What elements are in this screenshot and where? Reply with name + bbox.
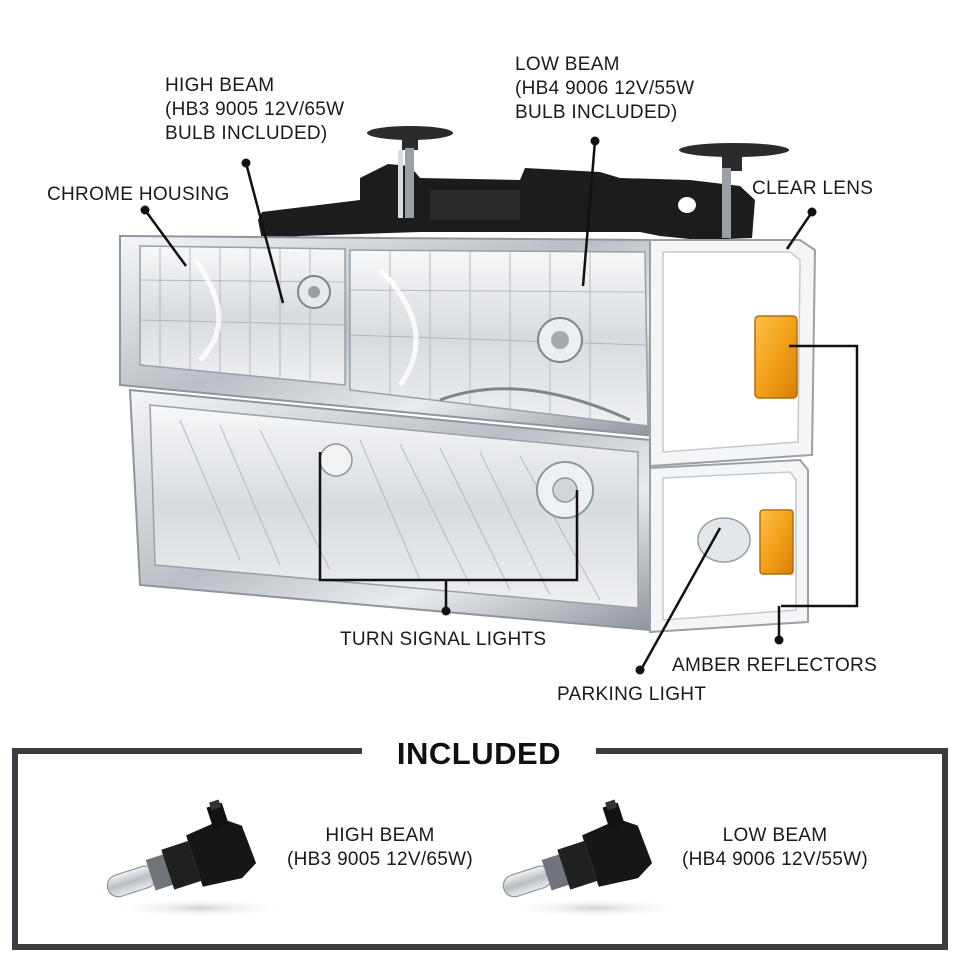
low-beam-callout-line2: (HB4 9006 12V/55W [515, 78, 695, 99]
high-beam-callout-line2: (HB3 9005 12V/65W [165, 99, 345, 120]
included-title: INCLUDED [362, 734, 596, 774]
amber-reflector-lower [759, 509, 794, 575]
hb4-bulb-image [502, 799, 686, 918]
mounting-bracket [258, 164, 755, 240]
adjuster-screw-right [679, 143, 789, 238]
included-bulb-low-beam: LOW BEAM (HB4 9006 12V/55W) [670, 824, 880, 872]
low-beam-callout-line3: BULB INCLUDED) [515, 102, 678, 123]
included-bulb-high-beam-spec: (HB3 9005 12V/65W) [287, 849, 473, 870]
low-beam-callout-line1: LOW BEAM [515, 54, 620, 75]
high-beam-callout-line1: HIGH BEAM [165, 75, 275, 96]
included-bulb-high-beam: HIGH BEAM (HB3 9005 12V/65W) [275, 824, 485, 872]
included-bulb-high-beam-name: HIGH BEAM [325, 825, 435, 846]
parking-light-callout: PARKING LIGHT [557, 684, 707, 705]
lower-turn-signal [128, 388, 651, 632]
low-beam-callout: LOW BEAM (HB4 9006 12V/55W BULB INCLUDED… [515, 53, 694, 125]
high-beam-callout: HIGH BEAM (HB3 9005 12V/65W BULB INCLUDE… [165, 74, 344, 146]
callout-dots [140, 136, 817, 675]
amber-reflectors-callout: AMBER REFLECTORS [672, 655, 878, 676]
high-beam-callout-line3: BULB INCLUDED) [165, 123, 328, 144]
upper-headlamp [119, 234, 657, 438]
clear-lens-callout: CLEAR LENS [752, 178, 874, 199]
amber-reflector-upper [754, 315, 798, 399]
adjuster-screw-left [367, 126, 453, 218]
clear-corner-lens-lower [649, 458, 809, 634]
included-bulb-low-beam-name: LOW BEAM [722, 825, 828, 846]
included-bulb-low-beam-spec: (HB4 9006 12V/55W) [682, 849, 868, 870]
clear-corner-lens-upper [649, 239, 817, 468]
hb3-bulb-image [106, 799, 290, 918]
turn-signal-lights-callout: TURN SIGNAL LIGHTS [340, 629, 547, 650]
chrome-housing-callout: CHROME HOUSING [47, 184, 230, 205]
parking-light-bulb [697, 517, 751, 563]
callout-leaders [143, 140, 859, 669]
